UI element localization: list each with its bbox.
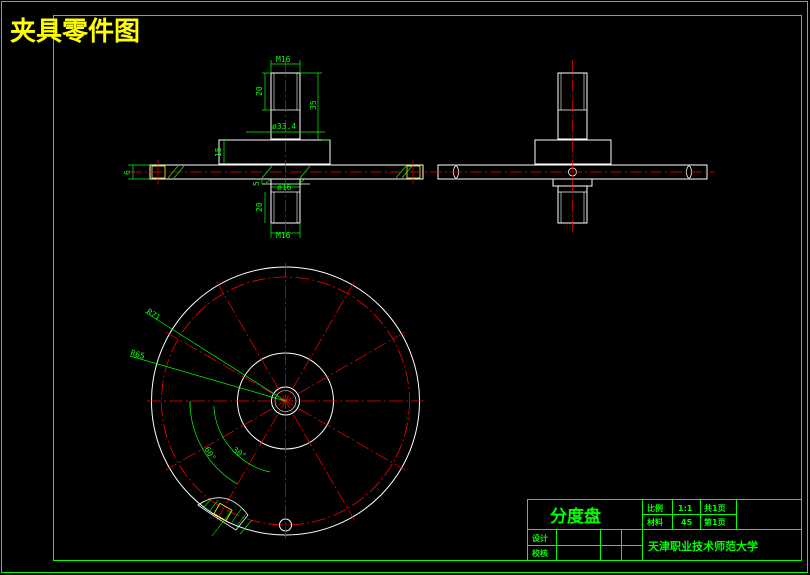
dim-length-6: 6 <box>123 170 132 175</box>
dim-length-15: 15 <box>214 147 223 157</box>
inner-frame <box>53 15 802 561</box>
dim-thread-top: M16 <box>276 55 291 64</box>
front-dimension-lines <box>128 60 330 238</box>
sheet-number: 第1页 <box>704 517 726 527</box>
part-name: 分度盘 <box>550 506 601 527</box>
disc-angle-arcs <box>189 400 271 485</box>
dim-length-5: 5 <box>252 181 261 186</box>
checker-label: 校核 <box>532 548 548 558</box>
page-title: 夹具零件图 <box>10 17 140 47</box>
dim-length-35: 35 <box>309 100 318 110</box>
designer-label: 设计 <box>532 533 548 543</box>
side-hub <box>534 139 612 165</box>
side-top-stub <box>557 72 588 140</box>
dim-diameter-16: ø16 <box>277 183 292 192</box>
side-view <box>430 60 715 232</box>
scale-value: 1:1 <box>678 504 693 513</box>
title-block <box>527 499 802 561</box>
sheets-total: 共1页 <box>704 503 726 513</box>
top-view: R71 R65 60° 30° <box>129 263 424 539</box>
school-name: 天津职业技术师范大学 <box>648 539 758 553</box>
disc-local-section <box>197 497 253 537</box>
front-top-stub <box>270 72 301 140</box>
dim-radius-65: R65 <box>129 348 146 361</box>
disc-radius-leaders <box>129 311 286 402</box>
dim-diameter-33-4: ø33.4 <box>272 122 296 131</box>
dim-length-20-bottom: 20 <box>255 202 264 212</box>
front-hub <box>218 139 331 165</box>
material-label: 材料 <box>647 517 663 527</box>
dim-thread-bottom: M16 <box>276 231 291 240</box>
material-value: 45 <box>681 518 693 527</box>
scale-label: 比例 <box>647 503 663 513</box>
dim-length-20-top: 20 <box>255 86 264 96</box>
front-view: M16 20 35 ø33.4 15 6 5 ø16 20 M16 <box>123 55 430 240</box>
